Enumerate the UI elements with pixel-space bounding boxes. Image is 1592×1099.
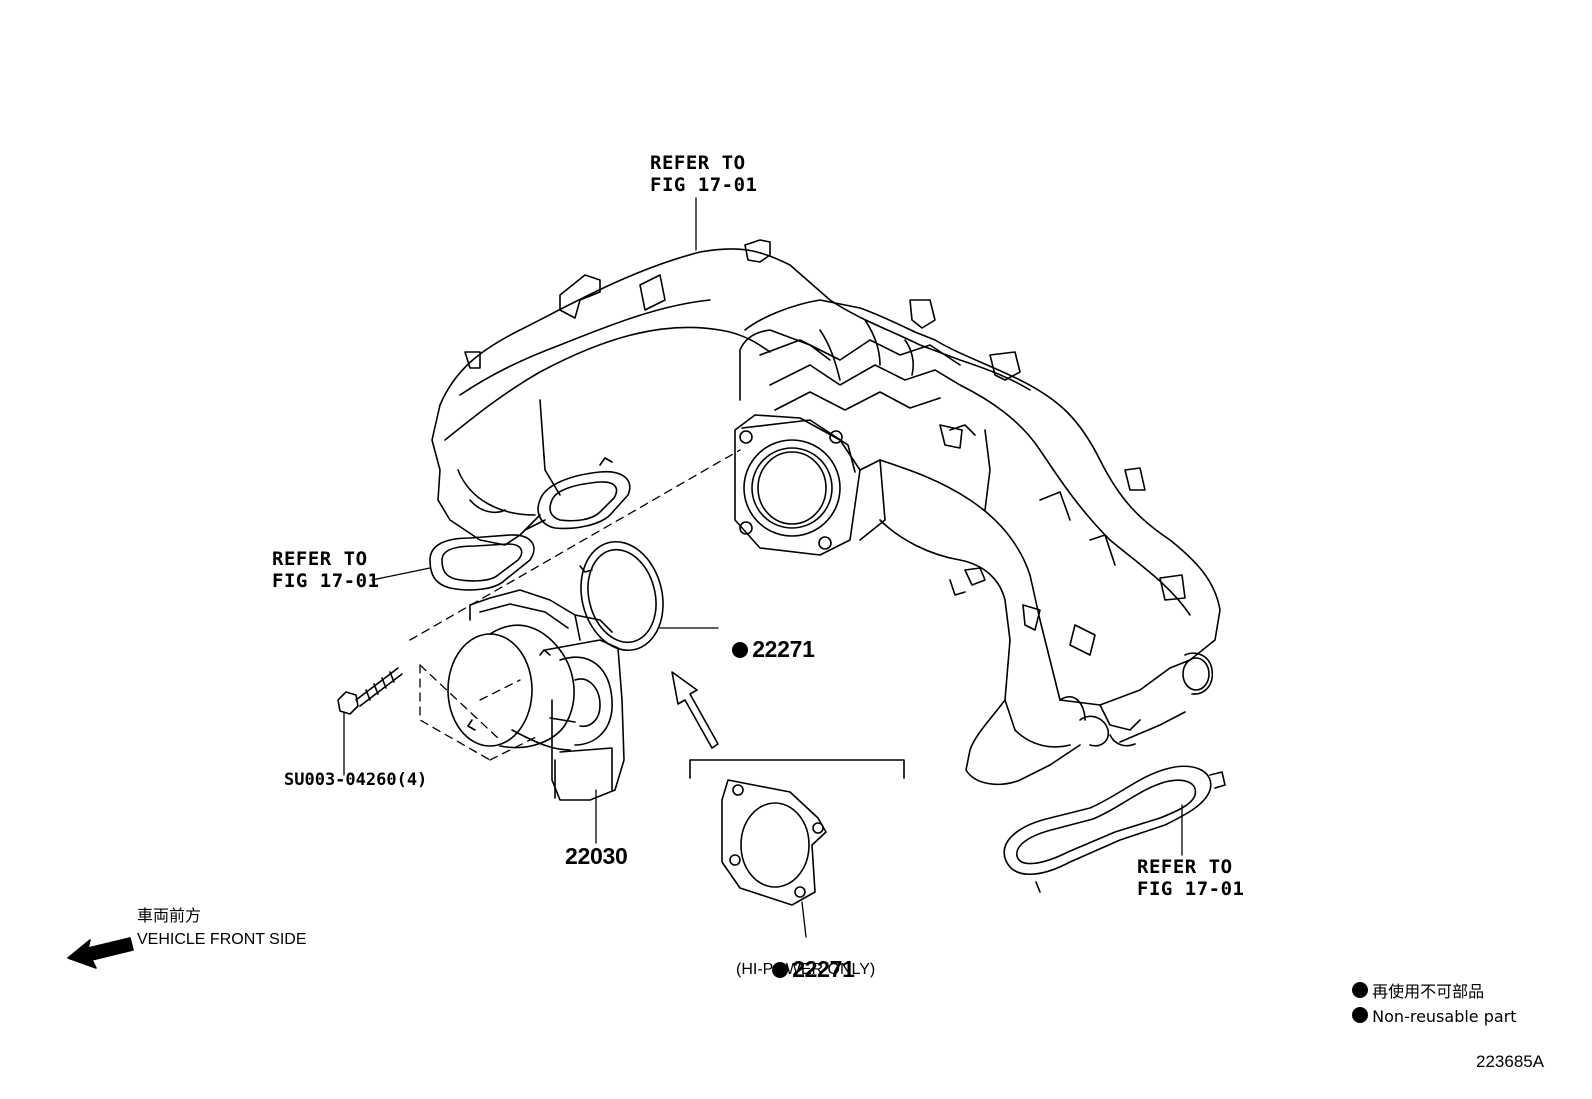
part-22271-lower: 22271 (760, 935, 855, 981)
bolt (337, 667, 403, 715)
throttle-gasket-ring (579, 540, 664, 652)
part-22271-upper: 22271 (720, 615, 815, 661)
front-side-japanese: 車両前方 (137, 908, 202, 925)
refer-right-line2: FIG 17-01 (1137, 878, 1245, 900)
front-arrow-icon (67, 937, 134, 969)
assembly-dash-lines (409, 449, 741, 761)
figure-id: 223685A (1476, 1052, 1545, 1071)
non-reusable-dot-icon (1352, 982, 1369, 998)
runner-gasket-right (1003, 711, 1226, 893)
refer-left-line1: REFER TO (272, 548, 368, 570)
non-reusable-dot-icon (732, 642, 749, 658)
runner-gasket-left (429, 457, 631, 591)
non-reusable-dot-icon (1352, 1007, 1369, 1023)
part-22030: 22030 (565, 843, 628, 869)
leader-lines (343, 197, 1183, 938)
non-reusable-dot-icon (772, 962, 789, 978)
front-side-english: VEHICLE FRONT SIDE (137, 931, 307, 948)
refer-right-line1: REFER TO (1137, 856, 1233, 878)
hi-power-gasket (721, 779, 827, 906)
install-bracket (671, 671, 905, 779)
legend-english: Non-reusable part (1342, 991, 1517, 1025)
refer-left-line2: FIG 17-01 (272, 570, 380, 592)
intake-manifold (431, 239, 1221, 786)
install-arrow-icon (671, 671, 719, 749)
throttle-body (447, 589, 625, 801)
refer-top-line1: REFER TO (650, 152, 746, 174)
part-bolt-label: SU003-04260(4) (284, 770, 428, 790)
hi-power-note: (HI-POWER ONLY) (736, 961, 876, 978)
legend-japanese: 再使用不可部品 (1342, 966, 1484, 1000)
refer-top-line2: FIG 17-01 (650, 174, 758, 196)
